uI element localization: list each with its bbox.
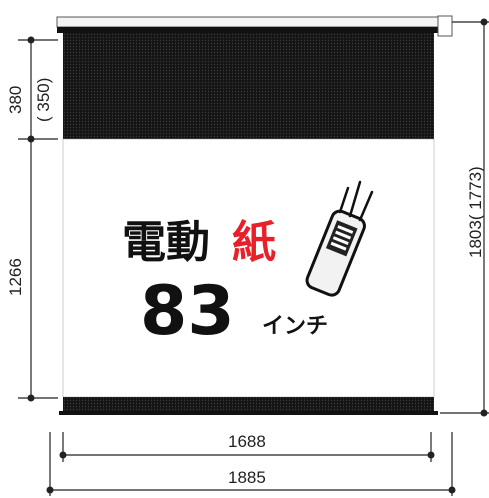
top-band-label: 380 bbox=[6, 86, 25, 114]
left-dimension bbox=[18, 39, 58, 399]
title-black-text: 電動 bbox=[122, 217, 210, 268]
dim-point bbox=[448, 486, 456, 494]
total-width-label: 1885 bbox=[228, 468, 266, 487]
total-height-label: 1803( 1773) bbox=[466, 166, 485, 258]
remote-control-icon bbox=[305, 209, 366, 297]
screen-height-label: 1266 bbox=[6, 258, 25, 296]
top-band-alt-label: ( 350) bbox=[34, 78, 53, 122]
title-red-text: 紙 bbox=[232, 217, 276, 268]
dim-point bbox=[46, 486, 54, 494]
screen-width-label: 1688 bbox=[228, 432, 266, 451]
top-black-band bbox=[63, 33, 434, 139]
bottom-bar bbox=[59, 411, 438, 415]
signal-waves-icon bbox=[338, 180, 374, 222]
dim-point bbox=[27, 36, 35, 44]
dim-point bbox=[480, 18, 488, 26]
roller-housing bbox=[56, 15, 453, 37]
bottom-black-band bbox=[63, 397, 434, 411]
dim-point bbox=[480, 409, 488, 417]
end-cap bbox=[437, 15, 453, 37]
dim-point bbox=[27, 135, 35, 143]
dim-point bbox=[27, 394, 35, 402]
dim-point bbox=[59, 451, 67, 459]
total-width-dimension bbox=[49, 432, 453, 496]
screen-surface bbox=[62, 138, 435, 398]
size-number: 83 bbox=[140, 272, 235, 351]
dim-point bbox=[427, 451, 435, 459]
size-unit: インチ bbox=[262, 314, 328, 339]
